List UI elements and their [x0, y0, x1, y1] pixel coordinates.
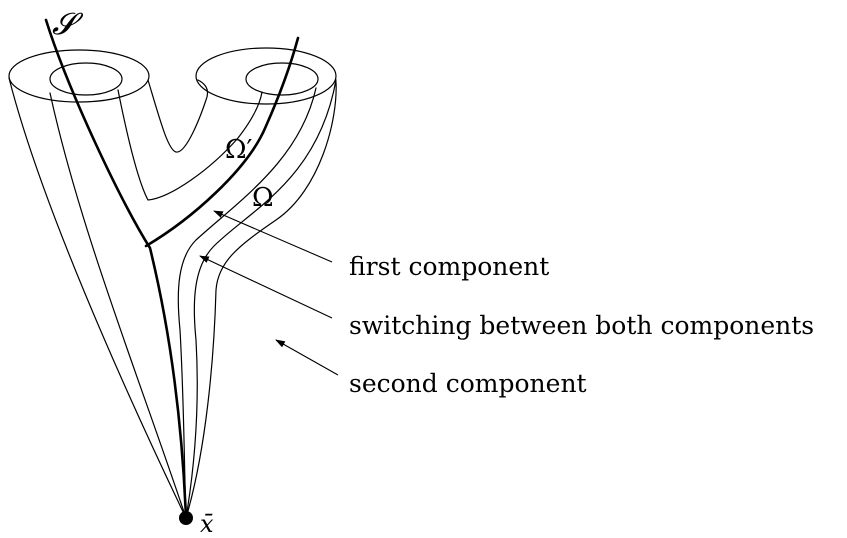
omega-outer-boundary	[185, 79, 337, 519]
right-outer-ring	[195, 47, 337, 105]
arrow-first-component	[213, 210, 333, 263]
left-inner-ring	[49, 62, 123, 96]
annotation-second-component: second component	[349, 369, 587, 398]
omega-inner-boundary	[177, 87, 317, 519]
label-x-bar: x̄	[200, 510, 214, 538]
set-S-curve	[44, 18, 188, 520]
left-inner-wall	[49, 92, 187, 519]
label-omega-prime: Ω′	[225, 135, 253, 165]
right-inner-ring	[245, 62, 319, 96]
left-outer-ring	[8, 49, 150, 103]
annotation-switching: switching between both components	[349, 311, 814, 340]
label-omega: Ω	[252, 183, 274, 213]
outer-left-boundary	[8, 77, 187, 519]
annotation-first-component: first component	[349, 252, 549, 281]
set-S-branch	[144, 36, 300, 248]
arrow-second-component	[275, 339, 339, 376]
outer-crotch	[147, 79, 209, 153]
point-x-bar	[179, 511, 193, 525]
arrow-switching	[199, 255, 333, 319]
middle-crotch	[117, 89, 263, 201]
outer-right-boundary	[185, 81, 337, 519]
label-S: 𝓢	[52, 7, 84, 42]
